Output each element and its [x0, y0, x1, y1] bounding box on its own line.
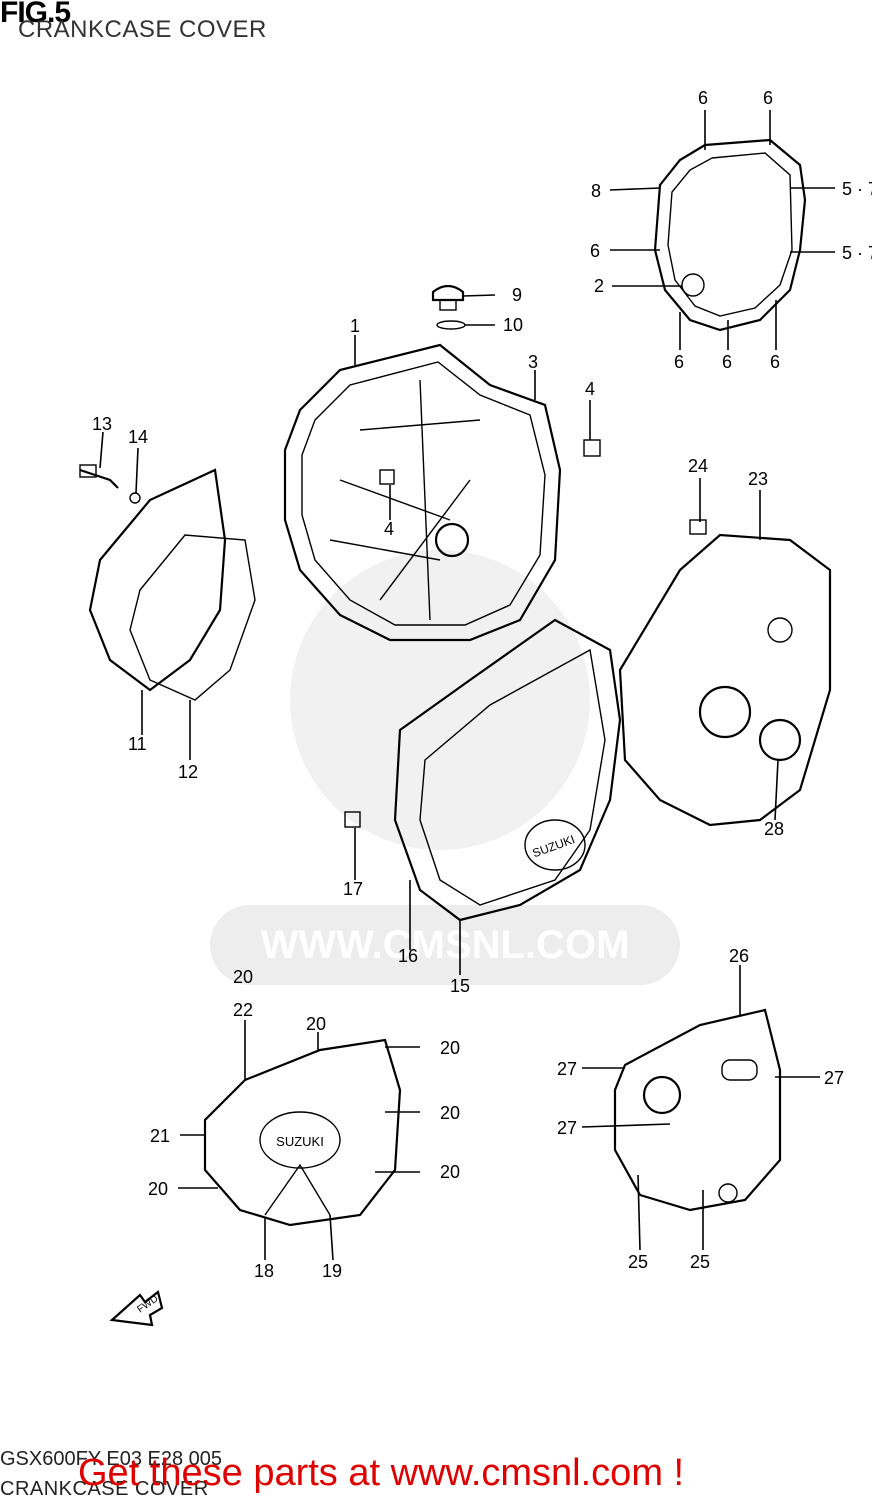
- clutch-cover: [283, 343, 601, 642]
- cover-top-right: [653, 138, 807, 332]
- callout-19: 19: [322, 1261, 342, 1281]
- suzuki-logo-generator-cover: SUZUKI: [276, 1134, 324, 1149]
- callout-6e: 6: [722, 352, 732, 372]
- callout-9: 9: [512, 285, 522, 305]
- watermark: WWW.CMSNL.COM: [210, 550, 680, 985]
- callout-27c: 27: [557, 1118, 577, 1138]
- callout-27a: 27: [557, 1059, 577, 1079]
- callout-16: 16: [398, 946, 418, 966]
- callout-11: 11: [128, 734, 147, 754]
- callout-labels: 1 2 3 4 4 5 · 7 5 · 7 6 6 6 6 6 6 8 9 10…: [92, 88, 872, 1281]
- forward-arrow: FWD: [109, 1290, 164, 1327]
- cover-lower-right: [613, 1008, 782, 1212]
- diagram-code: GSX600FY E03 E28 005: [0, 1448, 223, 1470]
- callout-21: 21: [150, 1126, 170, 1146]
- callout-20b: 20: [306, 1014, 326, 1034]
- callout-15: 15: [450, 976, 470, 996]
- callout-13: 13: [92, 414, 112, 434]
- callout-3: 3: [528, 352, 538, 372]
- callout-1: 1: [350, 316, 360, 336]
- callout-27b: 27: [824, 1068, 844, 1088]
- callout-5a: 5 · 7: [842, 179, 872, 199]
- callout-20c: 20: [440, 1038, 460, 1058]
- callout-5b: 5 · 7: [842, 243, 872, 263]
- watermark-text: WWW.CMSNL.COM: [261, 923, 630, 967]
- callout-6c: 6: [590, 241, 600, 261]
- footer-subtitle: CRANKCASE COVER: [0, 1478, 209, 1500]
- crankcase-section: [618, 519, 832, 827]
- callout-28: 28: [764, 819, 784, 839]
- page-title: CRANKCASE COVER: [18, 16, 267, 43]
- suzuki-logo-starter-cover: SUZUKI: [531, 832, 577, 860]
- oil-filler-cap: [431, 284, 466, 330]
- callout-14: 14: [128, 427, 148, 447]
- callout-18: 18: [254, 1261, 274, 1281]
- callout-6d: 6: [674, 352, 684, 372]
- generator-cover-left: [79, 464, 256, 701]
- callout-6f: 6: [770, 352, 780, 372]
- generator-cover-lower: SUZUKI: [203, 1038, 402, 1227]
- callout-20a: 20: [233, 967, 253, 987]
- callout-4a: 4: [585, 379, 595, 399]
- callout-24: 24: [688, 456, 708, 476]
- callout-23: 23: [748, 469, 768, 489]
- figure-number: FIG.5: [0, 0, 71, 29]
- callout-12: 12: [178, 762, 198, 782]
- callout-25a: 25: [628, 1252, 648, 1272]
- callout-8: 8: [591, 181, 601, 201]
- callout-20f: 20: [148, 1179, 168, 1199]
- get-parts-link[interactable]: Get these parts at www.cmsnl.com !: [78, 1452, 685, 1494]
- callout-20e: 20: [440, 1162, 460, 1182]
- leader-lines: [99, 110, 835, 1261]
- callout-26: 26: [729, 946, 749, 966]
- callout-22: 22: [233, 1000, 253, 1020]
- callout-6a: 6: [698, 88, 708, 108]
- callout-4b: 4: [384, 519, 394, 539]
- callout-10: 10: [503, 315, 523, 335]
- callout-2: 2: [594, 276, 604, 296]
- callout-17: 17: [343, 879, 363, 899]
- callout-6b: 6: [763, 88, 773, 108]
- callout-20d: 20: [440, 1103, 460, 1123]
- callout-25b: 25: [690, 1252, 710, 1272]
